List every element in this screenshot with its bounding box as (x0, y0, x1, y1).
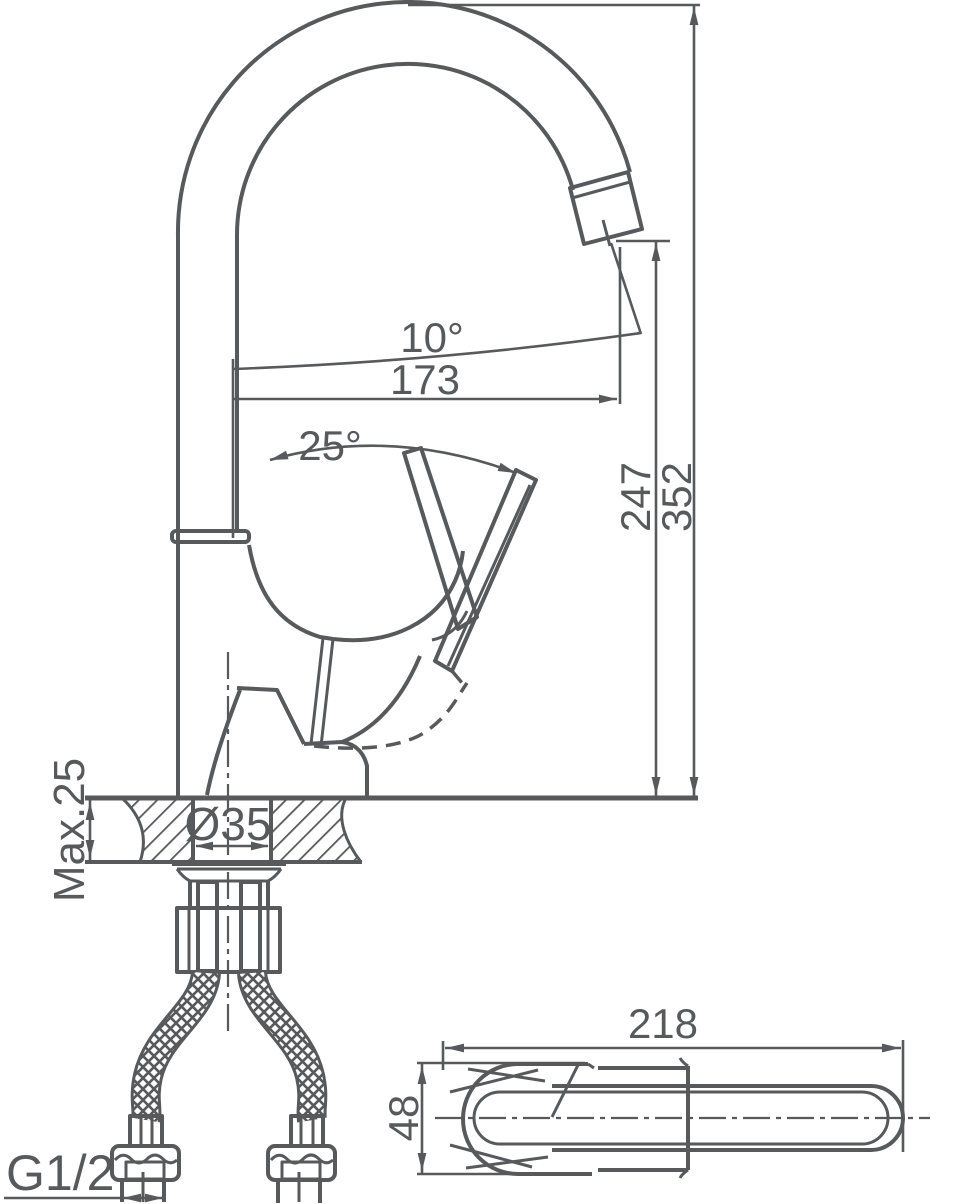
angle-leg-10deg (232, 331, 642, 371)
undercounter-assembly (110, 652, 337, 1203)
cartridge-seam-left (309, 637, 325, 745)
label-hole-diameter: Ø35 (185, 798, 272, 850)
handle-tilted-inner-line (446, 484, 532, 667)
base-right-foot (303, 740, 369, 796)
dimension-labels: 10° 173 25° 247 352 Max.25 Ø35 G1/2 218 … (6, 314, 700, 1201)
base-left-flare (205, 689, 242, 796)
lever-line-1 (467, 1067, 546, 1083)
label-topview-width: 48 (380, 1095, 427, 1142)
supply-tube-right (239, 880, 262, 973)
hex-nut-left-inset (124, 1160, 166, 1181)
label-handle-angle: 25° (298, 422, 362, 469)
column-collar (170, 529, 251, 544)
ext-line-outlet-angle (609, 242, 643, 335)
label-total-height: 352 (653, 462, 700, 532)
handle-socket-curve (431, 610, 469, 642)
handle-tilted-outline (433, 468, 538, 673)
hex-nut-right-inset (280, 1160, 322, 1181)
base-shelf (236, 686, 306, 745)
arc-25deg (269, 444, 517, 475)
supply-tube-left (196, 880, 219, 973)
label-topview-length: 218 (628, 1000, 698, 1047)
lever-joint-diagonal (550, 1064, 580, 1118)
mixer-body (247, 544, 469, 750)
washer-left-curve (175, 868, 191, 883)
dimension-lines (4, 3, 905, 1203)
body-closed-position-dashed (313, 682, 469, 750)
lever-line-3 (465, 1155, 549, 1170)
topview-spout-capsule-inner (472, 1090, 890, 1146)
hose-right-braid (240, 971, 325, 1122)
spout-cap-joint-line (571, 180, 631, 200)
counter-right-break (340, 797, 363, 863)
faucet-base (205, 686, 369, 796)
hex-nut-right-facet (269, 1153, 334, 1165)
counter-left-break (120, 796, 145, 863)
aerator-tick (601, 219, 612, 247)
lever-line-2 (449, 1068, 539, 1094)
thread-right (276, 1180, 322, 1203)
gooseneck-spout (175, 0, 644, 796)
cartridge-seam-right (319, 638, 335, 747)
body-neck-curve (341, 655, 422, 744)
handle-tilted-position (433, 468, 538, 686)
washer-right-curve (267, 868, 283, 883)
faucet-front-view (170, 0, 644, 796)
spout-end-cap (568, 170, 644, 246)
hatch-right (271, 798, 361, 862)
spout-outer-edge (175, 0, 632, 796)
label-supply-thread: G1/2 (6, 1145, 114, 1201)
handle-tilted-hidden-tip (450, 669, 465, 686)
topview-joint-hooks (678, 1057, 689, 1179)
ferrule-left-ribs (139, 1116, 154, 1146)
hose-fitting-right (266, 1114, 337, 1203)
countertop-section (85, 795, 698, 864)
topview-handle-lever-lines (449, 1064, 580, 1170)
hatch-left (122, 798, 193, 862)
faucet-top-view (435, 1057, 930, 1179)
hex-nut-left-facet (113, 1153, 178, 1165)
body-left-bowl (247, 544, 334, 641)
braided-hose-right (237, 970, 328, 1123)
topview-handle-stadium (461, 1062, 592, 1176)
lever-line-4 (449, 1143, 533, 1169)
hose-left-braid (133, 971, 218, 1122)
label-spout-reach: 173 (390, 356, 460, 403)
label-spout-angle: 10° (400, 314, 464, 361)
label-spout-height: 247 (612, 462, 659, 532)
braided-hose-left (130, 970, 221, 1123)
label-max-thickness: Max.25 (45, 758, 94, 902)
ferrule-right-ribs (299, 1116, 315, 1146)
topview-step-top (587, 1062, 595, 1070)
hose-fitting-left (110, 1114, 181, 1202)
spout-inner-edge (234, 61, 575, 531)
body-right-flank (332, 550, 465, 643)
